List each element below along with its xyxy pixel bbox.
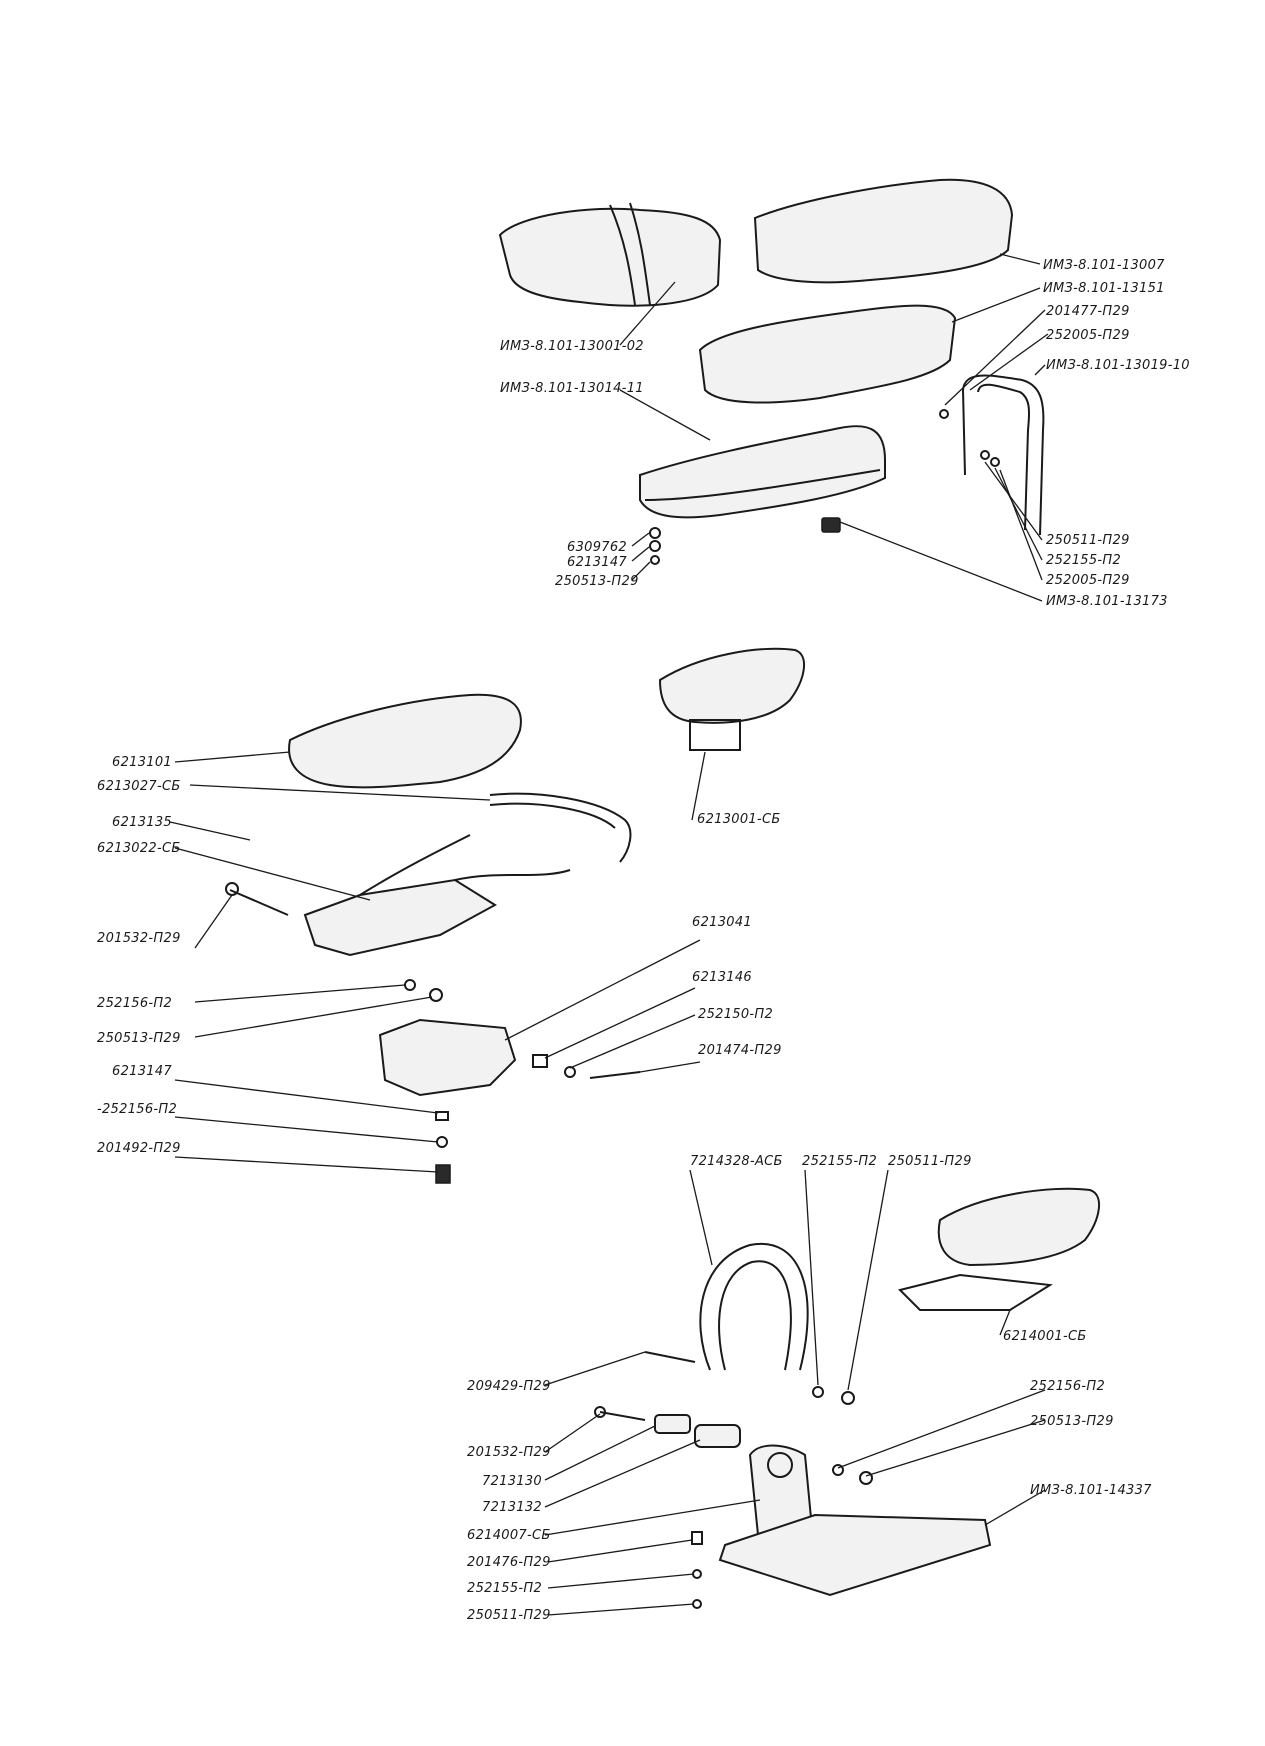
label-250513-top: 250513-П29 bbox=[555, 574, 639, 589]
base-plate-14337 bbox=[718, 1513, 992, 1597]
label-250511-bottom: 250511-П29 bbox=[467, 1608, 551, 1623]
bushing-7213130 bbox=[654, 1414, 691, 1434]
label-201492: 201492-П29 bbox=[97, 1141, 181, 1156]
label-imz-13014: ИМЗ-8.101-13014-11 bbox=[500, 381, 644, 396]
label-7214328: 7214328-АСБ bbox=[690, 1154, 783, 1169]
dual-seat-base-pan bbox=[639, 425, 886, 519]
grab-strap-bracket bbox=[962, 374, 1045, 536]
label-250511-top: 250511-П29 bbox=[1046, 533, 1130, 548]
saddle-assembly-6213001 bbox=[658, 647, 806, 751]
label-201532-bottom: 201532-П29 bbox=[467, 1445, 551, 1460]
label-imz-13019: ИМЗ-8.101-13019-10 bbox=[1046, 358, 1190, 373]
label-imz-13173: ИМЗ-8.101-13173 bbox=[1046, 594, 1168, 609]
label-252155-top: 252155-П2 bbox=[1046, 553, 1121, 568]
small-fasteners-top bbox=[649, 409, 1000, 565]
label-imz-13007: ИМЗ-8.101-13007 bbox=[1043, 258, 1165, 273]
label-201477: 201477-П29 bbox=[1046, 304, 1130, 319]
small-fasteners-bottom bbox=[691, 1386, 873, 1609]
dual-seat-cover-right bbox=[753, 178, 1014, 284]
label-252156-bottom: 252156-П2 bbox=[1030, 1379, 1105, 1394]
label-201474: 201474-П29 bbox=[698, 1043, 782, 1058]
label-6213147-mid: 6213147 bbox=[112, 1064, 172, 1079]
label-209429: 209429-П29 bbox=[467, 1379, 551, 1394]
label-250511-mid: 250511-П29 bbox=[888, 1154, 972, 1169]
bolt-201532-bottom bbox=[594, 1406, 646, 1421]
saddle-spring-bracket-6213027 bbox=[489, 792, 632, 863]
label-6213001: 6213001-СБ bbox=[697, 812, 781, 827]
label-252005-right: 252005-П29 bbox=[1046, 573, 1130, 588]
label-6213101: 6213101 bbox=[112, 755, 172, 770]
rubber-buffer bbox=[821, 517, 841, 533]
label-252155-bottom: 252155-П2 bbox=[467, 1581, 542, 1596]
bolt-201532-mid bbox=[225, 882, 289, 916]
label-6309762: 6309762 bbox=[567, 540, 627, 555]
label-6213135: 6213135 bbox=[112, 815, 172, 830]
saddle-6213101 bbox=[288, 693, 522, 789]
label-250513-bottom: 250513-П29 bbox=[1030, 1414, 1114, 1429]
dual-seat-cushion bbox=[698, 304, 957, 404]
label-6213041: 6213041 bbox=[692, 915, 752, 930]
label-201476: 201476-П29 bbox=[467, 1555, 551, 1570]
small-fasteners-mid bbox=[404, 979, 641, 1184]
label-imz-13001: ИМЗ-8.101-13001-02 bbox=[500, 339, 644, 354]
label-201532-mid: 201532-П29 bbox=[97, 931, 181, 946]
bushing-7213132 bbox=[694, 1424, 741, 1448]
bolt-209429 bbox=[644, 1351, 696, 1363]
label-6213147-top: 6213147 bbox=[567, 555, 627, 570]
label-6214001: 6214001-СБ bbox=[1003, 1329, 1087, 1344]
label-7213132: 7213132 bbox=[482, 1500, 542, 1515]
label-6213027: 6213027-СБ bbox=[97, 779, 181, 794]
label-252155-mid: 252155-П2 bbox=[802, 1154, 877, 1169]
label-252156-mid: 252156-П2 bbox=[97, 996, 172, 1011]
handle-7214328 bbox=[699, 1242, 809, 1371]
saddle-mount-6213041 bbox=[378, 1018, 517, 1097]
dual-seat-cover-left bbox=[498, 202, 722, 307]
label-6214007: 6214007-СБ bbox=[467, 1528, 551, 1543]
label-252150: 252150-П2 bbox=[698, 1007, 773, 1022]
label-252156-mid2: -252156-П2 bbox=[97, 1102, 177, 1117]
label-imz-13151: ИМЗ-8.101-13151 bbox=[1043, 281, 1165, 296]
part-labels: ИМЗ-8.101-13007 ИМЗ-8.101-13151 201477-П… bbox=[97, 258, 1190, 1623]
label-250513-mid: 250513-П29 bbox=[97, 1031, 181, 1046]
label-imz-14337: ИМЗ-8.101-14337 bbox=[1030, 1483, 1152, 1498]
label-6213022: 6213022-СБ bbox=[97, 841, 181, 856]
label-7213130: 7213130 bbox=[482, 1474, 542, 1489]
label-6213146: 6213146 bbox=[692, 970, 752, 985]
leader-lines bbox=[169, 253, 1049, 1616]
label-252005-top: 252005-П29 bbox=[1046, 328, 1130, 343]
saddle-frame-6213022 bbox=[303, 834, 571, 957]
rear-saddle-6214001 bbox=[898, 1187, 1101, 1311]
